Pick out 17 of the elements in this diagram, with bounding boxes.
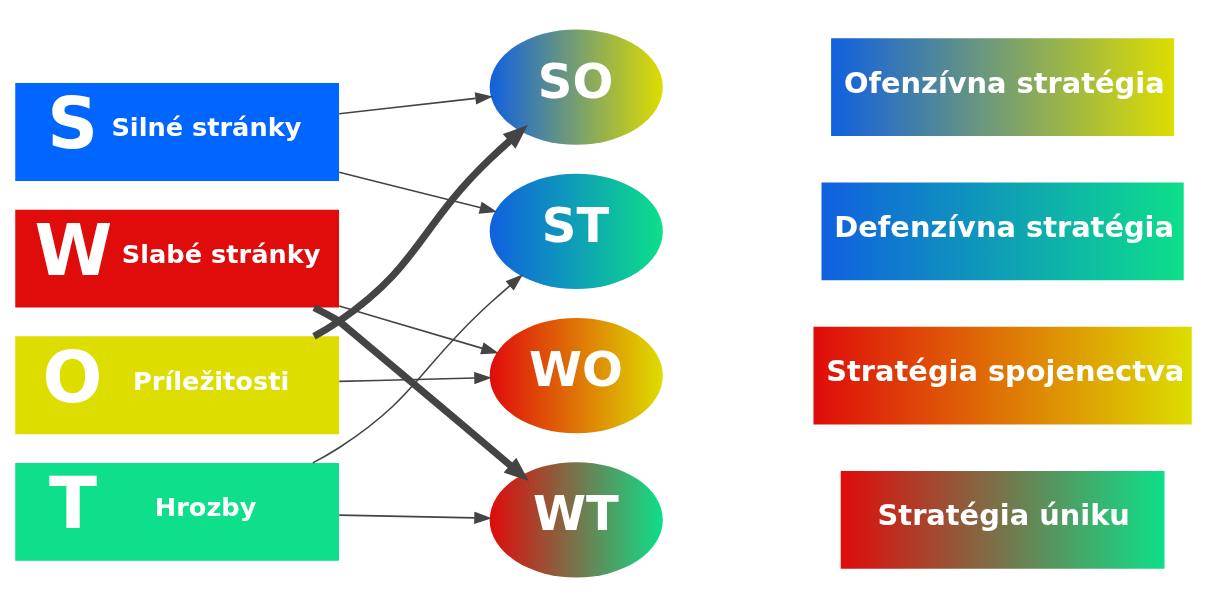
node-ellipse: WO [489,317,663,434]
arrow [338,371,492,385]
arrow [312,274,524,464]
arrow [338,305,499,355]
node-box: Ofenzívna stratégia [831,38,1175,136]
arrow [338,171,498,214]
node-box: Stratégia spojenectva [813,326,1192,425]
arrow [312,304,529,482]
node-box: T Hrozby [15,463,340,561]
node-ellipse: SO [489,29,663,145]
node-box: Defenzívna stratégia [821,182,1184,281]
arrow [312,125,528,340]
node-ellipse: WT [489,462,663,578]
arrow [338,92,493,115]
node-box: Stratégia úniku [840,471,1165,569]
node-box: O Príležitosti [15,336,340,435]
arrow [338,511,492,525]
